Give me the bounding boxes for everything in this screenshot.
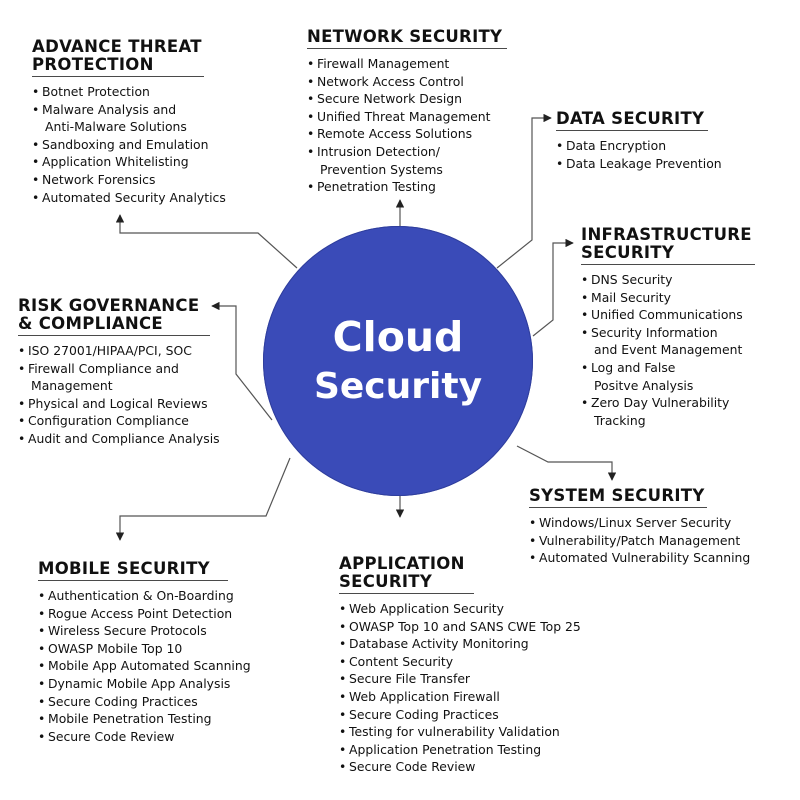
list-item: •Application Whitelisting (32, 154, 189, 170)
list-item: •Network Access Control (307, 73, 464, 89)
list-item: •Testing for vulnerability Validation (339, 724, 560, 740)
list-item: •Data Encryption (556, 138, 667, 153)
title-underline (556, 130, 708, 131)
application-security-section: APPLICATION SECURITY •Web Application Se… (339, 555, 581, 776)
list-item: •Mobile Penetration Testing (38, 711, 212, 727)
section-title: SYSTEM SECURITY (529, 486, 705, 505)
list-item: •Sandboxing and Emulation (32, 136, 209, 152)
title-underline (581, 264, 755, 265)
system-security-section: SYSTEM SECURITY •Windows/Linux Server Se… (529, 487, 750, 567)
cloud-security-hub: Cloud Security (263, 226, 533, 496)
list-item: •Firewall Management (307, 56, 450, 71)
list-item: •Wireless Secure Protocols (38, 623, 207, 639)
hub-title-line-1: Cloud (332, 312, 464, 361)
list-item: •Network Forensics (32, 171, 156, 187)
list-item: •Security Information (581, 324, 718, 340)
list-item: •Database Activity Monitoring (339, 636, 529, 652)
list-item: •DNS Security (581, 272, 673, 287)
list-item: •Unified Communications (581, 307, 743, 323)
list-item: •Dynamic Mobile App Analysis (38, 675, 231, 691)
list-item-continuation: Tracking (594, 412, 646, 428)
connector-mobile (115, 457, 291, 541)
mobile-security-section: MOBILE SECURITY •Authentication & On-Boa… (38, 560, 251, 745)
hub-title-line-2: Security (313, 365, 483, 407)
connector-risk (211, 301, 273, 421)
list-item: •Data Leakage Prevention (556, 155, 722, 171)
list-item: •Audit and Compliance Analysis (18, 430, 220, 446)
list-item: •Vulnerability/Patch Management (529, 532, 741, 548)
section-title: MOBILE SECURITY (38, 559, 210, 578)
list-item: •Zero Day Vulnerability (581, 395, 730, 411)
list-item: •Intrusion Detection/ (307, 143, 440, 159)
list-item: •Firewall Compliance and (18, 360, 179, 376)
list-item: •Remote Access Solutions (307, 126, 473, 142)
list-item: •Secure Code Review (339, 759, 476, 775)
title-underline (38, 580, 228, 581)
risk-governance-compliance-section: RISK GOVERNANCE & COMPLIANCE •ISO 27001/… (18, 297, 220, 448)
list-item: •Application Penetration Testing (339, 741, 542, 757)
title-underline (18, 335, 210, 336)
list-item: •Mail Security (581, 289, 671, 305)
list-item: •ISO 27001/HIPAA/PCI, SOC (18, 343, 192, 358)
list-item: •Automated Vulnerability Scanning (529, 550, 751, 566)
list-item: •Web Application Firewall (339, 688, 500, 704)
list-item: •Mobile App Automated Scanning (38, 658, 251, 674)
list-item: •OWASP Mobile Top 10 (38, 640, 183, 656)
list-item: •Botnet Protection (32, 84, 150, 99)
list-item: •Authentication & On-Boarding (38, 588, 234, 603)
title-underline (307, 48, 507, 49)
connector-advance-threat (115, 214, 298, 269)
list-item-continuation: Management (31, 378, 113, 394)
list-item-continuation: and Event Management (594, 342, 743, 358)
list-item: •Web Application Security (339, 601, 505, 616)
infrastructure-security-section: INFRASTRUCTURE SECURITY •DNS Security •M… (581, 226, 755, 429)
section-title: RISK GOVERNANCE & COMPLIANCE (18, 296, 200, 333)
list-item: •Physical and Logical Reviews (18, 395, 208, 411)
section-title: NETWORK SECURITY (307, 27, 503, 46)
connector-infrastructure (532, 238, 574, 337)
section-title: APPLICATION SECURITY (339, 554, 465, 591)
title-underline (339, 593, 474, 594)
data-security-section: DATA SECURITY •Data Encryption •Data Lea… (556, 110, 722, 172)
list-item: •Secure Coding Practices (339, 706, 499, 722)
connector-system (516, 445, 617, 481)
list-item: •Unified Threat Management (307, 108, 491, 124)
list-item: •Log and False (581, 359, 676, 375)
connector-data (496, 113, 552, 269)
list-item: •Rogue Access Point Detection (38, 605, 233, 621)
list-item-continuation: Positve Analysis (594, 377, 694, 393)
title-underline (529, 507, 707, 508)
list-item: •Malware Analysis and (32, 101, 177, 117)
title-underline (32, 76, 204, 77)
section-title: DATA SECURITY (556, 109, 705, 128)
advance-threat-protection-section: ADVANCE THREAT PROTECTION •Botnet Protec… (32, 38, 226, 206)
section-title: ADVANCE THREAT PROTECTION (32, 37, 202, 74)
list-item: •Secure Network Design (307, 91, 462, 107)
list-item: •Configuration Compliance (18, 413, 189, 429)
list-item: •Secure File Transfer (339, 671, 471, 687)
list-item: •Penetration Testing (307, 179, 436, 195)
list-item-continuation: Anti-Malware Solutions (45, 119, 187, 135)
list-item: •Windows/Linux Server Security (529, 515, 732, 530)
list-item: •Secure Code Review (38, 728, 175, 744)
list-item-continuation: Prevention Systems (320, 161, 443, 177)
list-item: •Automated Security Analytics (32, 189, 226, 205)
section-title: INFRASTRUCTURE SECURITY (581, 225, 752, 262)
network-security-section: NETWORK SECURITY •Firewall Management •N… (307, 28, 507, 196)
list-item: •OWASP Top 10 and SANS CWE Top 25 (339, 618, 581, 634)
list-item: •Secure Coding Practices (38, 693, 198, 709)
list-item: •Content Security (339, 653, 454, 669)
